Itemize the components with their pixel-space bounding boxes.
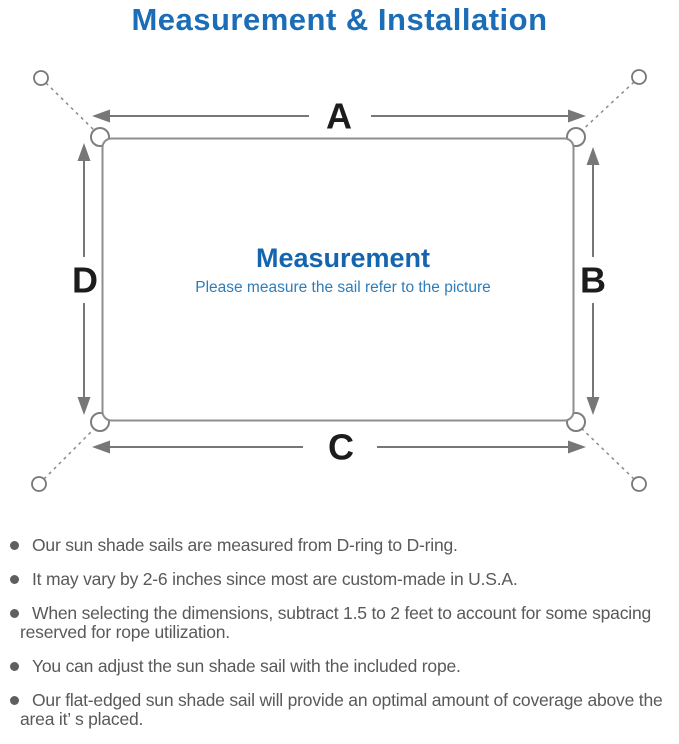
page-title: Measurement & Installation: [131, 2, 548, 37]
list-item: It may vary by 2-6 inches since most are…: [10, 570, 678, 589]
list-item-text: You can adjust the sun shade sail with t…: [32, 656, 461, 676]
dimension-d: D: [72, 143, 98, 415]
arrow-up-icon: [77, 143, 91, 161]
arrow-down-icon: [77, 397, 91, 415]
dimension-label-a: A: [326, 96, 352, 137]
dimension-label-b: B: [580, 260, 606, 301]
arrow-down-icon: [586, 397, 600, 415]
anchor-ring-icon-top-right: [631, 69, 647, 85]
arrow-right-icon: [568, 109, 586, 123]
bullet-icon: [10, 609, 19, 618]
rope-line-bottom-left: [43, 424, 99, 480]
list-item-text: It may vary by 2-6 inches since most are…: [32, 569, 518, 589]
bullet-icon: [10, 575, 19, 584]
rope-line-bottom-right: [577, 424, 635, 480]
dimension-c: C: [92, 427, 586, 468]
list-item: Our flat-edged sun shade sail will provi…: [10, 691, 678, 729]
list-item: You can adjust the sun shade sail with t…: [10, 657, 678, 676]
arrow-left-icon: [92, 109, 110, 123]
anchor-ring-icon-top-left: [33, 70, 49, 86]
list-item: When selecting the dimensions, subtract …: [10, 604, 678, 642]
anchor-points: [31, 69, 647, 492]
rope-line-top-right: [577, 81, 635, 135]
diagram-subheading: Please measure the sail refer to the pic…: [195, 279, 491, 296]
diagram-heading: Measurement: [256, 243, 430, 273]
rope-line-top-left: [45, 82, 99, 135]
dimension-a: A: [92, 96, 586, 137]
bullet-icon: [10, 696, 19, 705]
bullet-icon: [10, 662, 19, 671]
arrow-left-icon: [92, 440, 110, 454]
list-item-text: When selecting the dimensions, subtract …: [20, 603, 652, 642]
anchor-ring-icon-bottom-right: [631, 476, 647, 492]
list-item-text: Our sun shade sails are measured from D-…: [32, 535, 458, 555]
list-item-text: Our flat-edged sun shade sail will provi…: [20, 690, 663, 729]
dimension-label-c: C: [328, 427, 354, 468]
dimension-label-d: D: [72, 260, 98, 301]
arrow-up-icon: [586, 147, 600, 165]
bullet-icon: [10, 541, 19, 550]
rope-lines: [43, 81, 635, 480]
instructions-list: Our sun shade sails are measured from D-…: [10, 536, 678, 744]
anchor-ring-icon-bottom-left: [31, 476, 47, 492]
sail-outline: [101, 137, 575, 422]
dimension-b: B: [580, 147, 606, 415]
list-item: Our sun shade sails are measured from D-…: [10, 536, 678, 555]
measurement-diagram: A C D B Measurement Please meas: [31, 69, 647, 492]
arrow-right-icon: [568, 440, 586, 454]
